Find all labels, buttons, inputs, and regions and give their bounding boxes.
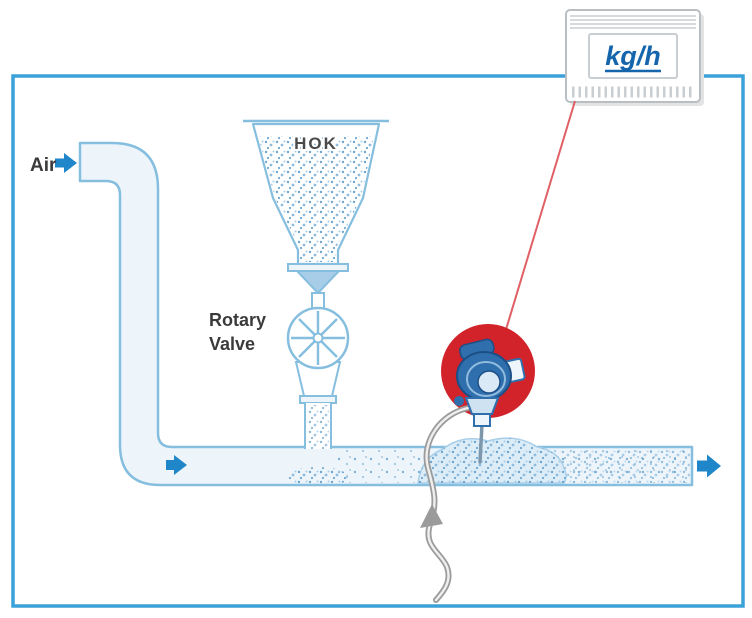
- hopper-outlet-flange: [287, 263, 349, 272]
- rotary-valve-hub: [312, 332, 324, 344]
- sensor-face: [477, 370, 501, 394]
- diagram-border: [11, 74, 745, 608]
- cable-direction-arrow-icon: [420, 504, 443, 528]
- material-mound-texture: [418, 438, 566, 483]
- material-stream-dense: [560, 449, 690, 483]
- display-vent-lines: [570, 15, 696, 29]
- hopper-valve-assembly: HOK: [243, 119, 389, 449]
- chute-material: [307, 405, 329, 449]
- display-screen: [588, 33, 678, 79]
- inlet-valve-wedge: [294, 270, 342, 295]
- rotary-valve-label-line1: Rotary: [209, 310, 266, 330]
- chute-flange: [299, 395, 337, 404]
- sensor-cable: [420, 405, 471, 603]
- outlet-flow-arrow-icon: [697, 454, 721, 478]
- hopper-label: HOK: [294, 134, 338, 153]
- sensor-probe: [478, 422, 484, 464]
- flow-sensor: [454, 338, 526, 464]
- flow-rate-display: kg/h: [565, 9, 704, 106]
- sensor-process-nut: [464, 397, 500, 415]
- air-inlet-arrow-icon: [55, 153, 77, 173]
- rotary-valve-label-line2: Valve: [209, 334, 255, 354]
- flow-direction-arrow-icon: [166, 455, 187, 475]
- material-pile-under-chute: [288, 467, 348, 487]
- sensor-stem: [473, 413, 491, 427]
- signal-line: [497, 100, 576, 357]
- valve-neck: [311, 292, 325, 310]
- rotary-valve-spokes: [291, 311, 345, 365]
- conveying-pipe: [78, 141, 694, 487]
- rotary-valve-wheel: [286, 306, 350, 370]
- air-label: Air: [30, 155, 57, 176]
- flow-rate-unit: kg/h: [605, 41, 661, 71]
- sensor-cable-gland: [454, 396, 464, 406]
- sensor-housing-ring: [466, 361, 506, 397]
- hopper-material: [258, 136, 374, 262]
